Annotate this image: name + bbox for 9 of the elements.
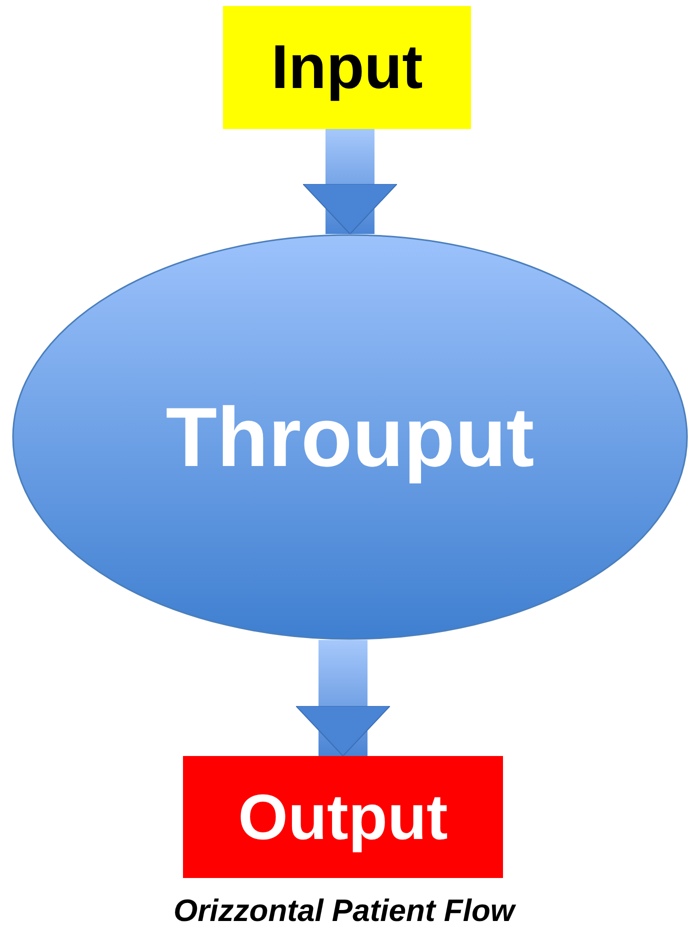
block-arrow: [296, 640, 390, 756]
output-box: [183, 756, 503, 878]
box-label: Input: [271, 32, 423, 103]
input-box: [223, 6, 471, 129]
ellipse-label: Throuput: [166, 388, 534, 486]
process-ellipse: [12, 234, 688, 640]
block-arrow: [302, 129, 398, 234]
diagram-caption: Orizzontal Patient Flow: [172, 893, 517, 929]
box-label: Output: [238, 780, 448, 854]
